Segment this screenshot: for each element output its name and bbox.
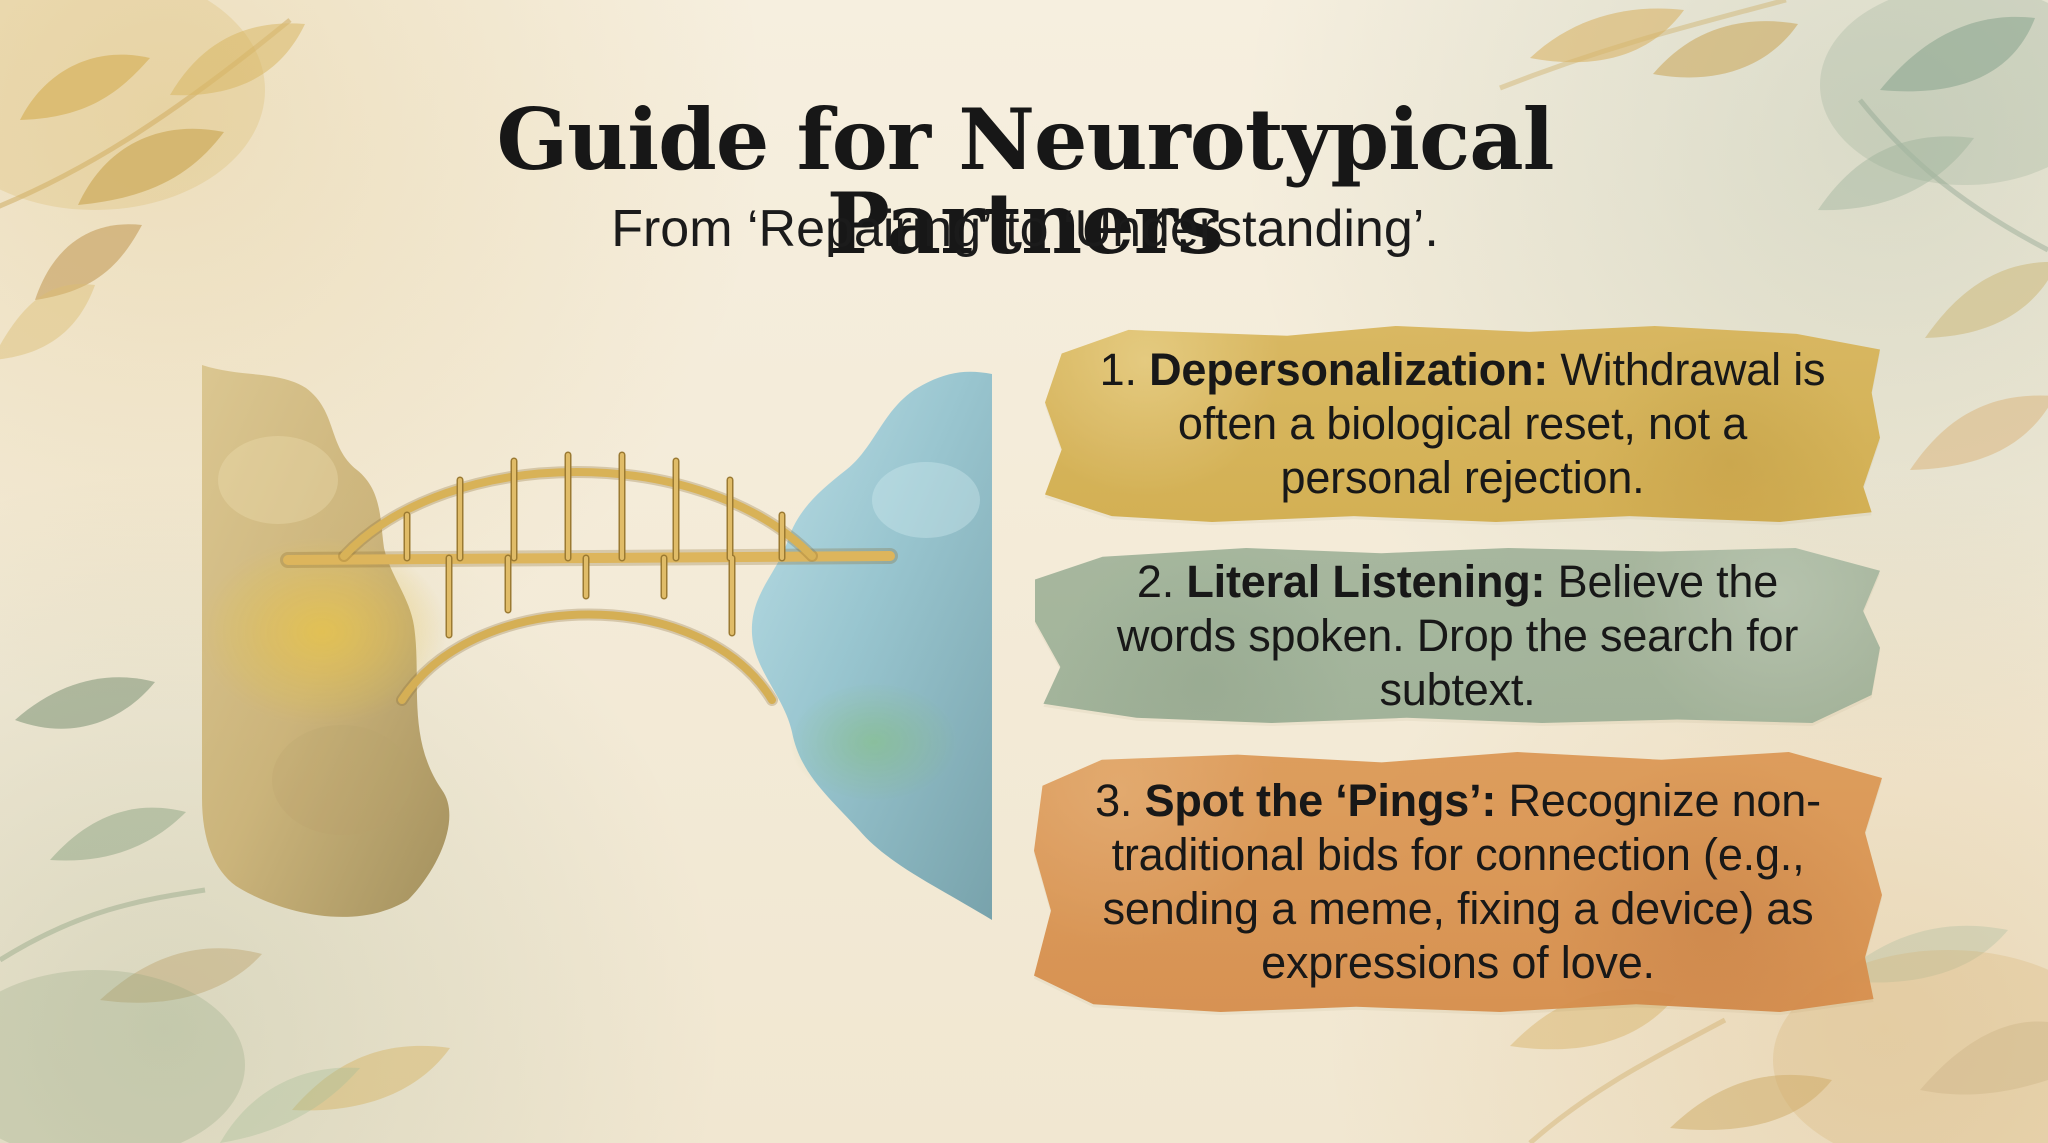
leaf-branch-icon <box>220 1067 360 1143</box>
leaf-branch-icon <box>1858 98 2048 253</box>
leaf-branch-icon <box>15 677 155 729</box>
leaf-branch-icon <box>170 23 305 96</box>
leaf-branch-icon <box>1499 0 1787 91</box>
leaf-branch-icon <box>100 948 262 1003</box>
leaf-branch-icon <box>1910 395 2048 470</box>
tip-label: Depersonalization: <box>1149 344 1549 395</box>
leaf-branch-icon <box>78 128 224 205</box>
tip-description: Believe the words spoken. Drop the searc… <box>1116 555 1799 715</box>
leaf-branch-icon <box>1670 1074 1832 1130</box>
bridge-bottom-arch-fill <box>398 610 776 704</box>
leaf-branch-icon <box>0 18 292 209</box>
leaf-branch-icon <box>1925 261 2048 338</box>
tip-card-literal-listening: 2. Literal Listening: Believe the words … <box>1035 548 1880 723</box>
bridge-top-arch <box>338 466 818 562</box>
leaf-branch-icon <box>0 887 206 963</box>
tip-card-depersonalization: 1. Depersonalization: Withdrawal is ofte… <box>1045 326 1880 522</box>
leaf-branch-icon <box>292 1045 450 1111</box>
leaf-branch-icon <box>50 807 186 861</box>
page-title: Guide for Neurotypical Partners <box>496 90 1554 273</box>
tip-description: Recognize non-traditional bids for conne… <box>1102 775 1822 988</box>
leaf-branch-icon <box>1818 136 1974 211</box>
tip-description: Withdrawal is often a biological reset, … <box>1177 344 1826 503</box>
right-landmass <box>751 371 992 920</box>
leaf-branch-icon <box>1920 1021 2048 1095</box>
tip-card-text: 1. Depersonalization: Withdrawal is ofte… <box>1091 343 1834 505</box>
bridge-bottom-arch <box>396 608 778 706</box>
leaf-branch-icon <box>0 284 95 360</box>
tip-number: 2. <box>1136 555 1175 607</box>
tip-card-text: 2. Literal Listening: Believe the words … <box>1081 555 1834 717</box>
tip-label: Spot the ‘Pings’: <box>1144 775 1497 826</box>
leaf-branch-icon <box>1528 1017 1727 1143</box>
leaf-branch-icon <box>20 54 150 120</box>
leaf-branch-icon <box>1530 8 1684 63</box>
tip-number: 3. <box>1095 775 1133 826</box>
leaf-branch-icon <box>1880 16 2035 92</box>
leaf-branch-icon <box>35 224 142 300</box>
tip-card-text: 3. Spot the ‘Pings’: Recognize non-tradi… <box>1080 774 1836 990</box>
bridge-illustration <box>202 365 992 920</box>
tip-label: Literal Listening: <box>1186 555 1546 607</box>
tip-number: 1. <box>1099 344 1137 395</box>
page-subtitle: From ‘Repairing’ to ‘Understanding’. <box>611 200 1439 258</box>
leaf-branch-icon <box>1653 21 1798 78</box>
bridge-top-arch-fill <box>340 468 816 560</box>
tip-card-spot-the-pings: 3. Spot the ‘Pings’: Recognize non-tradi… <box>1034 752 1882 1012</box>
